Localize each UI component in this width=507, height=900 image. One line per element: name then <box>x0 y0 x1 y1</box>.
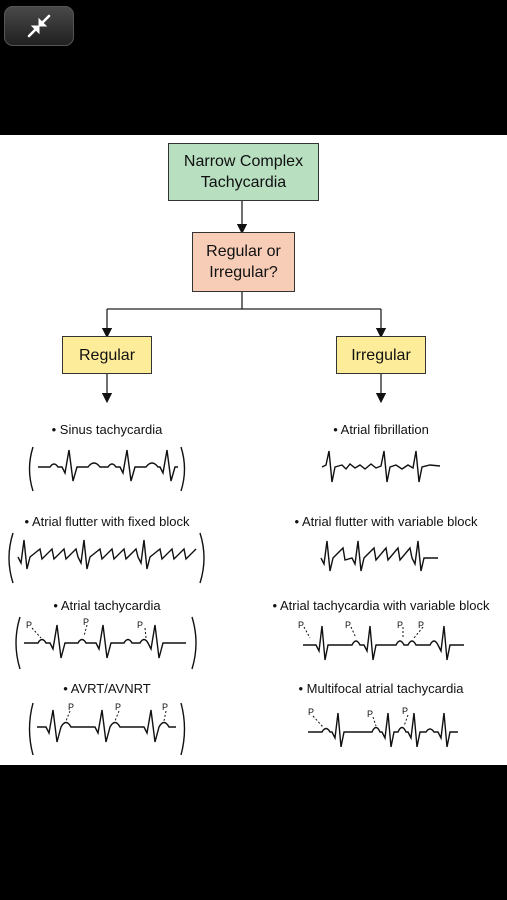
p-label: P <box>115 702 121 712</box>
root-node-line1: Narrow Complex <box>183 153 304 170</box>
ecg-multifocal-atrial-tachycardia <box>308 712 458 748</box>
irregular-item-label: • Atrial flutter with variable block <box>294 514 478 529</box>
p-label: P <box>345 620 351 630</box>
p-label: P <box>308 707 314 717</box>
irregular-item-label: • Atrial fibrillation <box>333 422 429 437</box>
ecg-atrial-flutter-fixed <box>8 532 205 584</box>
p-label: P <box>418 620 424 630</box>
p-label: P <box>137 620 143 630</box>
ecg-sinus-tachycardia <box>28 446 186 492</box>
ecg-atrial-fibrillation <box>321 450 441 483</box>
regular-branch-node: Regular <box>62 336 152 374</box>
ecg-strips <box>8 446 464 756</box>
root-node-line2: Tachycardia <box>200 174 287 191</box>
p-label: P <box>68 702 74 712</box>
root-node: Narrow Complex Tachycardia <box>168 143 319 201</box>
collapse-button[interactable] <box>4 6 74 46</box>
p-label: P <box>367 709 373 719</box>
decision-node: Regular or Irregular? <box>192 232 295 292</box>
irregular-branch-node: Irregular <box>336 336 426 374</box>
p-wave-labels: P P P P P P P P P P P P P <box>26 617 424 719</box>
decision-node-line2: Irregular? <box>209 264 278 281</box>
collapse-arrows-icon <box>27 14 51 38</box>
p-label: P <box>26 620 32 630</box>
p-label: P <box>298 620 304 630</box>
ecg-atrial-tachycardia-variable <box>303 625 464 661</box>
p-label: P <box>83 617 89 627</box>
regular-item-label: • Atrial tachycardia <box>53 598 161 613</box>
regular-item-label: • Atrial flutter with fixed block <box>24 514 190 529</box>
decision-node-line1: Regular or <box>206 243 281 260</box>
ecg-atrial-flutter-variable <box>320 540 438 572</box>
p-label: P <box>402 706 408 716</box>
irregular-item-label: • Multifocal atrial tachycardia <box>298 681 464 696</box>
p-label: P <box>397 620 403 630</box>
regular-item-label: • AVRT/AVNRT <box>63 681 151 696</box>
ecg-atrial-tachycardia <box>15 616 197 670</box>
irregular-item-label: • Atrial tachycardia with variable block <box>272 598 490 613</box>
connectors <box>101 201 387 404</box>
regular-item-label: • Sinus tachycardia <box>51 422 163 437</box>
p-label: P <box>162 702 168 712</box>
ecg-avrt-avnrt <box>28 702 186 756</box>
flowchart-sheet: P P P P P P P P P P P P P Narrow Complex… <box>0 135 507 765</box>
flowchart-graphics: P P P P P P P P P P P P P <box>8 201 464 756</box>
